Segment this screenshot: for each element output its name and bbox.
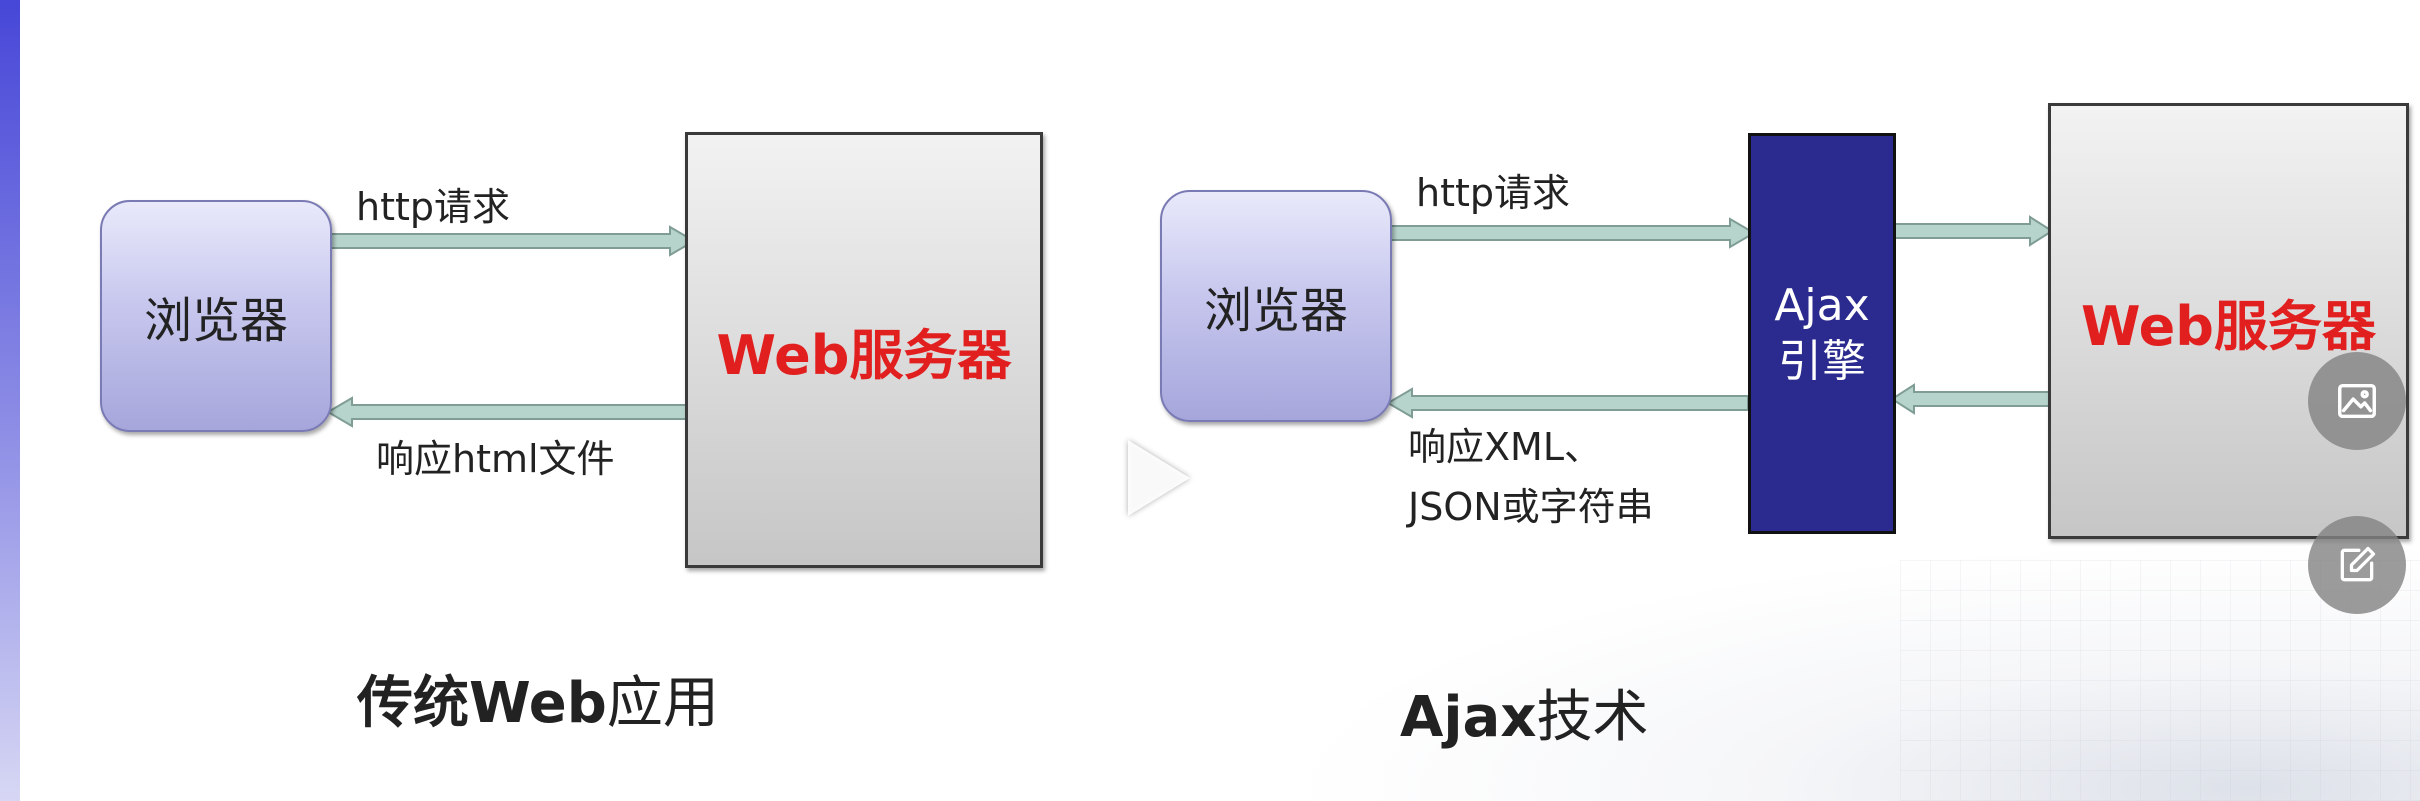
ajax-browser-box: 浏览器 [1160, 190, 1392, 422]
ajax-caption: Ajax技术 [1400, 672, 1648, 753]
ajax-browser-label: 浏览器 [1203, 283, 1348, 339]
edit-icon [2340, 546, 2376, 582]
traditional-browser-box: 浏览器 [100, 200, 332, 432]
traditional-caption: 传统Web应用 [357, 658, 719, 739]
ajax-response-arrow [1386, 387, 1749, 419]
traditional-response-arrow [326, 396, 691, 428]
server-to-engine-arrow [1890, 383, 2051, 415]
image-icon [2338, 383, 2376, 419]
traditional-request-arrow [329, 225, 696, 257]
ajax-caption-rest: 技术 [1536, 685, 1649, 750]
ajax-response-line1: 响应XML、 [1408, 425, 1602, 469]
ajax-response-line2: JSON或字符串 [1408, 485, 1654, 529]
traditional-response-label: 响应html文件 [376, 437, 615, 481]
engine-to-server-arrow [1891, 215, 2054, 247]
ajax-caption-bold: Ajax [1400, 685, 1537, 750]
ajax-engine-line2: 引擎 [1778, 335, 1866, 387]
play-icon[interactable] [1128, 440, 1190, 516]
traditional-server-box: Web服务器 [685, 132, 1043, 568]
ajax-server-label: Web服务器 [2081, 294, 2376, 358]
background-decoration [1280, 540, 2420, 801]
ajax-request-arrow [1387, 217, 1756, 249]
ajax-request-label: http请求 [1416, 171, 1571, 215]
traditional-browser-label: 浏览器 [143, 293, 288, 349]
left-accent-bar [0, 0, 20, 801]
edit-button[interactable] [2308, 516, 2406, 614]
traditional-caption-bold: 传统Web [357, 671, 607, 736]
ajax-engine-box: Ajax 引擎 [1748, 133, 1896, 534]
traditional-request-label: http请求 [356, 185, 511, 229]
traditional-caption-rest: 应用 [606, 671, 719, 736]
image-button[interactable] [2308, 352, 2406, 450]
traditional-server-label: Web服务器 [716, 323, 1012, 387]
ajax-server-box: Web服务器 [2048, 103, 2409, 539]
ajax-engine-line1: Ajax [1774, 279, 1870, 331]
